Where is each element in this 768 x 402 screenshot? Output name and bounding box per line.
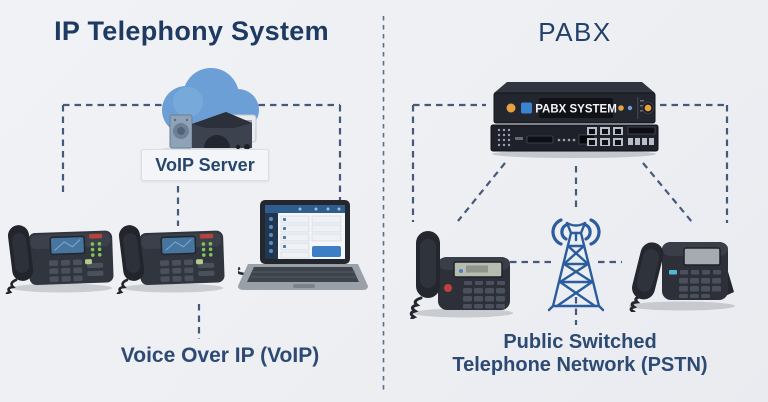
pstn-caption-line2: Telephone Network (PSTN) <box>452 354 708 376</box>
analog-phone-icon <box>409 231 513 319</box>
analog-phone-icon <box>629 242 735 312</box>
ip-phone-icon <box>5 222 115 294</box>
right-panel-caption: Public Switched Telephone Network (PSTN) <box>420 331 740 377</box>
voip-server-label: VoIP Server <box>155 154 255 175</box>
pstn-caption-line1: Public Switched <box>503 331 657 353</box>
ip-phone-icon <box>116 222 226 294</box>
pabx-rack-label: PABX SYSTEM <box>535 104 617 116</box>
server-icon <box>169 112 257 150</box>
left-panel-caption: Voice Over IP (VoIP) <box>120 344 320 367</box>
laptop-softphone-icon <box>238 200 368 290</box>
pabx-rack-icon: PABX SYSTEM <box>490 82 659 158</box>
voip-server-label-box: VoIP Server <box>141 149 269 181</box>
radio-tower-icon <box>547 218 605 312</box>
cloud-voip-server-icon <box>156 68 260 156</box>
left-panel-title: IP Telephony System <box>54 16 329 46</box>
right-panel-title: PABX <box>538 17 612 47</box>
